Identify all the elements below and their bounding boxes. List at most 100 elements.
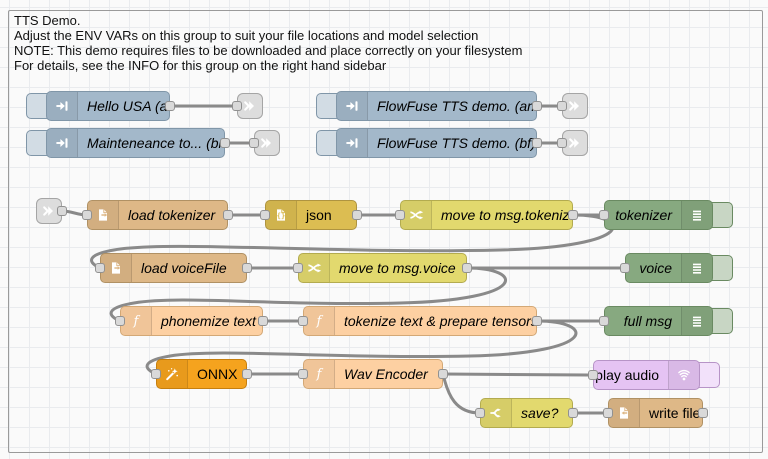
phonemize-text[interactable]: f phonemize text [120, 306, 263, 336]
shuffle-icon [401, 201, 432, 229]
inject-icon [47, 92, 78, 120]
link-icon [563, 131, 587, 155]
link-out-1[interactable] [237, 93, 263, 119]
change-voice[interactable]: move to msg.voice [298, 253, 467, 283]
debug-tokenizer[interactable]: tokenizer [604, 200, 713, 230]
load-voicefile-label: load voiceFile [141, 260, 227, 276]
change-voice-input-port[interactable] [293, 263, 303, 273]
wand-icon [157, 360, 188, 388]
link-out-4-input-port[interactable] [557, 138, 567, 148]
load-tokenizer-label: load tokenizer [128, 207, 216, 223]
link-in-1-output-port[interactable] [57, 206, 67, 216]
load-voicefile-input-port[interactable] [95, 263, 105, 273]
write-file-output-port[interactable] [698, 408, 708, 418]
json-icon: {} [266, 201, 297, 229]
inject-flowfuse-am[interactable]: FlowFuse TTS demo. (am) [336, 91, 537, 121]
debug-icon [681, 201, 712, 229]
onnx-output-port[interactable] [242, 369, 252, 379]
inject-maintenance-label: Mainteneance to... (bm) [87, 135, 224, 151]
play-audio-label: play audio [595, 367, 659, 383]
switch-save-output-port[interactable] [568, 408, 578, 418]
link-out-2-input-port[interactable] [557, 101, 567, 111]
group-box-tts-demo[interactable] [8, 10, 763, 453]
debug-voice-label: voice [639, 260, 672, 276]
inject-maintenance-output-port[interactable] [220, 138, 230, 148]
inject-flowfuse-bf-output-port[interactable] [532, 138, 542, 148]
json-output-port[interactable] [352, 210, 362, 220]
inject-flowfuse-bf[interactable]: FlowFuse TTS demo. (bf) [336, 128, 537, 158]
inject-flowfuse-am-output-port[interactable] [532, 101, 542, 111]
phonemize-text-output-port[interactable] [258, 316, 268, 326]
inject-hello-usa-output-port[interactable] [165, 101, 175, 111]
link-icon [563, 94, 587, 118]
svg-text:{}: {} [277, 211, 286, 220]
debug-full-msg[interactable]: full msg [604, 306, 713, 336]
debug-icon [681, 307, 712, 335]
phonemize-text-label: phonemize text [161, 313, 256, 329]
link-out-2[interactable] [562, 93, 588, 119]
onnx-label: ONNX [197, 366, 238, 382]
debug-full-msg-input-port[interactable] [599, 316, 609, 326]
tokenize-text-output-port[interactable] [532, 316, 542, 326]
switch-save-input-port[interactable] [475, 408, 485, 418]
function-icon: f [304, 307, 335, 335]
file-in-icon [609, 399, 640, 427]
svg-text:f: f [316, 367, 324, 382]
debug-tokenizer-input-port[interactable] [599, 210, 609, 220]
shuffle-icon [299, 254, 330, 282]
switch-icon [481, 399, 512, 427]
debug-icon [681, 254, 712, 282]
wire-tokenize-to-onnx[interactable] [145, 319, 578, 376]
debug-voice-input-port[interactable] [620, 263, 630, 273]
write-file-input-port[interactable] [603, 408, 613, 418]
group-label-line: For details, see the INFO for this group… [14, 58, 387, 73]
debug-voice[interactable]: voice [625, 253, 713, 283]
wav-encoder-output-port[interactable] [438, 369, 448, 379]
change-tokenizer-input-port[interactable] [395, 210, 405, 220]
change-tokenizer[interactable]: move to msg.tokenizer [400, 200, 573, 230]
inject-icon [337, 129, 368, 157]
debug-full-msg-label: full msg [623, 313, 672, 329]
inject-maintenance[interactable]: Mainteneance to... (bm) [46, 128, 225, 158]
wire-wav-to-play-audio[interactable] [441, 372, 590, 377]
switch-save[interactable]: save? [480, 398, 573, 428]
change-voice-output-port[interactable] [462, 263, 472, 273]
load-voicefile[interactable]: load voiceFile [100, 253, 247, 283]
function-icon: f [304, 360, 335, 388]
json[interactable]: {} json [265, 200, 357, 230]
load-voicefile-output-port[interactable] [242, 263, 252, 273]
play-audio-input-port[interactable] [588, 370, 598, 380]
json-input-port[interactable] [260, 210, 270, 220]
write-file-label: write file [649, 405, 701, 421]
tokenize-text-label: tokenize text & prepare tensors [344, 313, 536, 329]
wire-change-voice-to-phonemize[interactable] [109, 266, 507, 323]
function-icon: f [121, 307, 152, 335]
inject-hello-usa[interactable]: Hello USA (af) [46, 91, 170, 121]
file-out-icon [101, 254, 132, 282]
svg-text:f: f [316, 314, 324, 329]
link-out-1-input-port[interactable] [232, 101, 242, 111]
wire-wav-to-save[interactable] [441, 372, 482, 415]
load-tokenizer[interactable]: load tokenizer [87, 200, 228, 230]
json-label: json [306, 207, 332, 223]
inject-icon [337, 92, 368, 120]
inject-icon [47, 129, 78, 157]
tokenize-text-input-port[interactable] [298, 316, 308, 326]
switch-save-label: save? [521, 405, 559, 421]
change-tokenizer-output-port[interactable] [568, 210, 578, 220]
tokenize-text[interactable]: f tokenize text & prepare tensors [303, 306, 537, 336]
wav-encoder-input-port[interactable] [298, 369, 308, 379]
phonemize-text-input-port[interactable] [115, 316, 125, 326]
write-file[interactable]: write file [608, 398, 703, 428]
inject-flowfuse-bf-label: FlowFuse TTS demo. (bf) [377, 135, 536, 151]
load-tokenizer-output-port[interactable] [223, 210, 233, 220]
link-out-3-input-port[interactable] [249, 138, 259, 148]
play-audio[interactable]: play audio [593, 360, 700, 390]
onnx[interactable]: ONNX [156, 359, 247, 389]
onnx-input-port[interactable] [151, 369, 161, 379]
load-tokenizer-input-port[interactable] [82, 210, 92, 220]
link-icon [255, 131, 279, 155]
link-icon [37, 199, 61, 223]
